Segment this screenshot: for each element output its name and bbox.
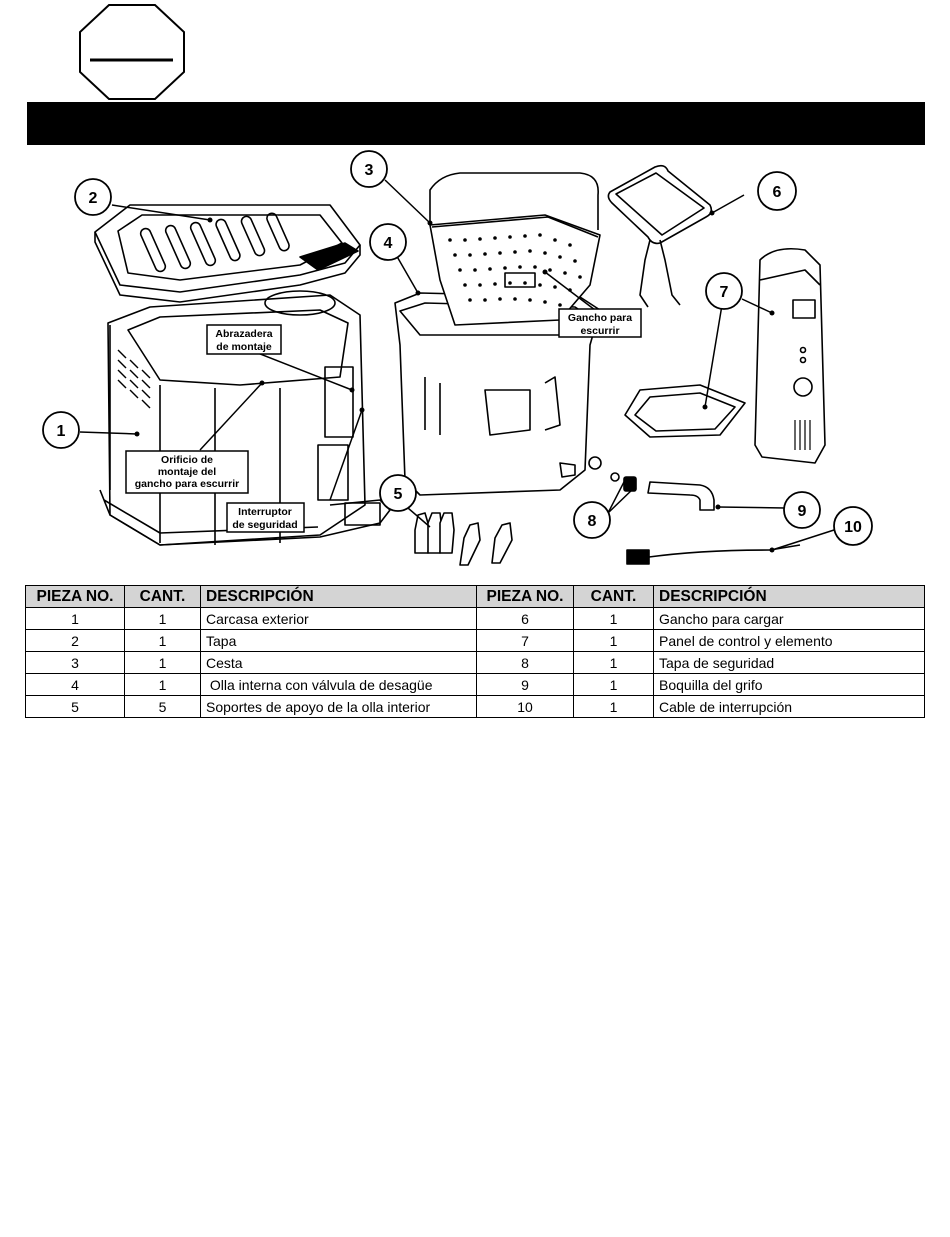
description-cell: Tapa de seguridad	[653, 651, 925, 674]
qty-cell: 1	[573, 629, 654, 652]
header-part-no: PIEZA NO.	[25, 585, 125, 608]
safety-switch-label-box	[226, 502, 305, 533]
safety-switch-label-line1: Interruptor	[238, 506, 292, 518]
callout-5-number: 5	[394, 486, 403, 503]
part-no-cell: 3	[25, 651, 125, 674]
callout-4-number: 4	[384, 235, 393, 252]
qty-cell: 1	[124, 673, 201, 696]
callout-9-circle	[783, 491, 821, 529]
qty-cell: 1	[124, 629, 201, 652]
header-description-right: DESCRIPCIÓN	[653, 585, 925, 608]
part-no-cell: 8	[476, 651, 574, 674]
support-legs-illustration	[414, 512, 513, 566]
callout-10-circle	[833, 506, 873, 546]
drain-hook-label-line1: Gancho para	[568, 312, 632, 324]
mounting-bracket-label-box	[206, 324, 282, 355]
table-row: 5 5 Soportes de apoyo de la olla interio…	[25, 695, 925, 718]
description-cell: Boquilla del grifo	[653, 673, 925, 696]
description-cell: Soportes de apoyo de la olla interior	[200, 695, 477, 718]
parts-diagram: Abrazadera de montaje Orificio de montaj…	[42, 150, 873, 566]
part-no-cell: 9	[476, 673, 574, 696]
drain-hook-hole-label-line2: montaje del	[158, 466, 216, 478]
table-header-row: PIEZA NO. CANT. DESCRIPCIÓN PIEZA NO. CA…	[25, 585, 925, 608]
callout-7-circle	[705, 272, 743, 310]
callout-2-number: 2	[89, 190, 98, 207]
mounting-bracket-label-line1: Abrazadera	[215, 328, 272, 340]
callout-10-number: 10	[844, 519, 862, 536]
safety-switch-label-line2: de seguridad	[232, 519, 297, 531]
basket-illustration	[429, 172, 601, 326]
drain-hook-label-box	[558, 308, 642, 338]
qty-cell: 1	[573, 607, 654, 630]
control-panel-illustration	[624, 247, 826, 464]
drain-hook-hole-label-line3: gancho para escurrir	[135, 478, 239, 490]
header-bar	[27, 102, 925, 145]
callout-1-number: 1	[57, 423, 66, 440]
callout-3-circle	[350, 150, 388, 188]
qty-cell: 5	[124, 695, 201, 718]
drain-hook-hole-label-box	[125, 450, 249, 494]
part-no-cell: 10	[476, 695, 574, 718]
callout-6-circle	[757, 171, 797, 211]
callout-8-number: 8	[588, 513, 597, 530]
description-cell: Gancho para cargar	[653, 607, 925, 630]
qty-cell: 1	[124, 651, 201, 674]
qty-cell: 1	[573, 695, 654, 718]
table-row: 2 1 Tapa 7 1 Panel de control y elemento	[25, 629, 925, 652]
callout-3-number: 3	[365, 162, 374, 179]
callout-5-circle	[379, 474, 417, 512]
drain-hook-hole-label-line1: Orificio de	[161, 454, 213, 466]
stop-sign-icon	[79, 4, 185, 100]
drain-hook-label-line2: escurrir	[580, 325, 619, 337]
table-row: 4 1 Olla interna con válvula de desagüe …	[25, 673, 925, 696]
part-no-cell: 2	[25, 629, 125, 652]
header-part-no-right: PIEZA NO.	[476, 585, 574, 608]
callout-8-circle	[573, 501, 611, 539]
qty-cell: 1	[573, 673, 654, 696]
header-qty-right: CANT.	[573, 585, 654, 608]
description-cell: Cable de interrupción	[653, 695, 925, 718]
qty-cell: 1	[573, 651, 654, 674]
callout-9-number: 9	[798, 503, 807, 520]
table-row: 1 1 Carcasa exterior 6 1 Gancho para car…	[25, 607, 925, 630]
part-no-cell: 7	[476, 629, 574, 652]
table-row: 3 1 Cesta 8 1 Tapa de seguridad	[25, 651, 925, 674]
description-cell: Panel de control y elemento	[653, 629, 925, 652]
callout-6-number: 6	[773, 184, 782, 201]
qty-cell: 1	[124, 607, 201, 630]
callout-1-circle	[42, 411, 80, 449]
callout-2-circle	[74, 178, 112, 216]
description-cell: Carcasa exterior	[200, 607, 477, 630]
part-no-cell: 1	[25, 607, 125, 630]
part-no-cell: 6	[476, 607, 574, 630]
parts-table: PIEZA NO. CANT. DESCRIPCIÓN PIEZA NO. CA…	[25, 585, 925, 718]
header-qty: CANT.	[124, 585, 201, 608]
part-no-cell: 4	[25, 673, 125, 696]
description-cell: Olla interna con válvula de desagüe	[200, 673, 477, 696]
description-cell: Tapa	[200, 629, 477, 652]
header-description: DESCRIPCIÓN	[200, 585, 477, 608]
cord-illustration	[626, 544, 801, 565]
part-no-cell: 5	[25, 695, 125, 718]
loading-hook-illustration	[607, 164, 713, 308]
callout-7-number: 7	[720, 284, 729, 301]
spout-illustration	[647, 481, 715, 511]
lid-illustration	[94, 204, 361, 303]
description-cell: Cesta	[200, 651, 477, 674]
callout-4-circle	[369, 223, 407, 261]
mounting-bracket-label-line2: de montaje	[216, 341, 272, 353]
